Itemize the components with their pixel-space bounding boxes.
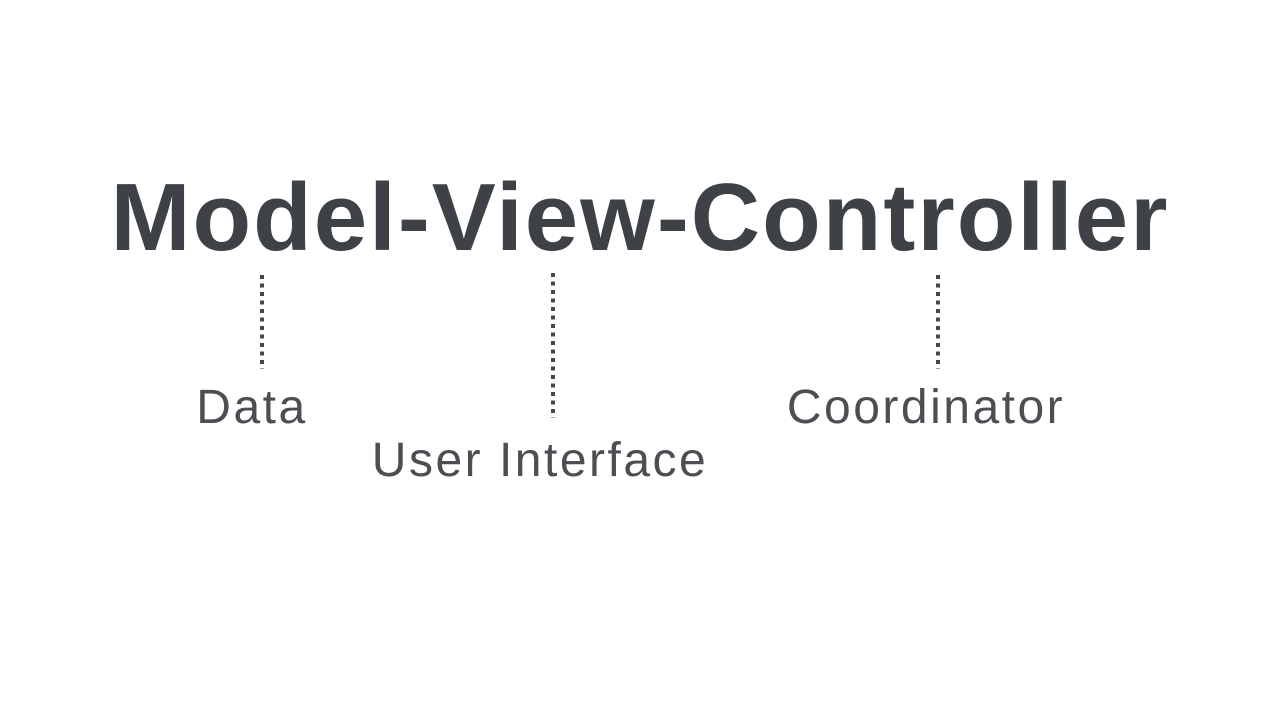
controller-meaning-label: Coordinator	[786, 381, 1066, 434]
model-dotted-connector-line	[260, 275, 264, 369]
slide-title: Model-View-Controller	[110, 164, 1170, 271]
view-meaning-label: User Interface	[371, 434, 709, 487]
model-meaning-label: Data	[196, 381, 308, 434]
controller-dotted-connector-line	[936, 275, 940, 369]
view-dotted-connector-line	[551, 273, 555, 418]
